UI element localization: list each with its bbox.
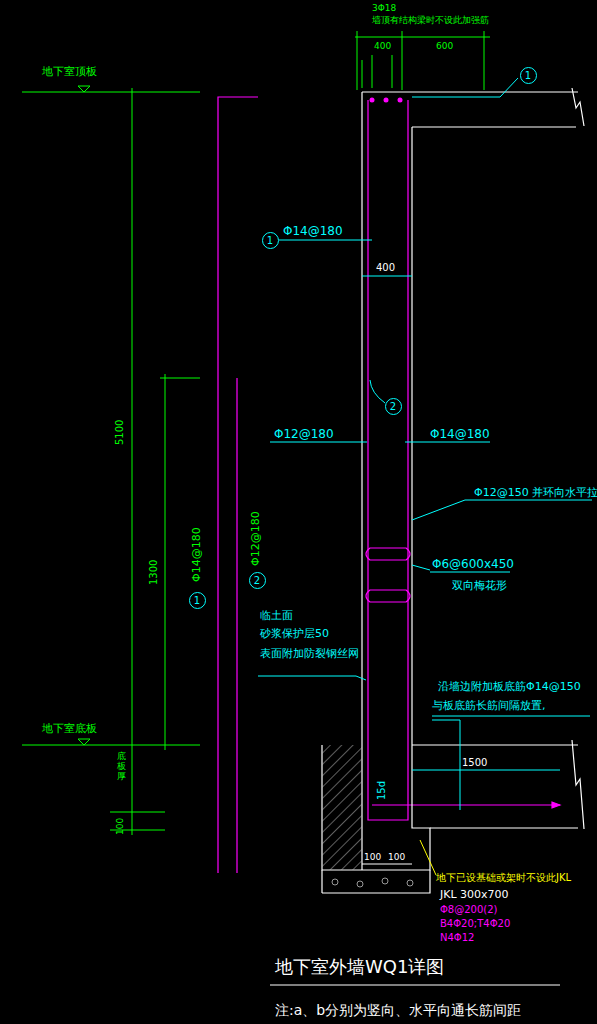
drawing-note: 注:a、b分别为竖向、水平向通长筋间距: [275, 1003, 521, 1018]
annotation-label: Φ14@180: [191, 527, 203, 582]
callout-number: 1: [267, 235, 273, 246]
callout-number: 1: [525, 70, 531, 81]
annotation-label: 15d: [376, 781, 387, 800]
annotation-label: Φ12@150 并环向水平拉通: [474, 487, 597, 499]
annotation-label: 地下室底板: [42, 723, 97, 735]
drawing-title: 地下室外墙WQ1详图: [275, 957, 444, 977]
annotation-label: Φ12@180: [250, 511, 262, 566]
annotation-label: 地下室顶板: [42, 66, 97, 78]
annotation-label: 与板底筋长筋间隔放置,: [432, 700, 546, 712]
annotation-label: Φ12@180: [274, 428, 334, 441]
annotation-label: 临土面: [260, 610, 293, 622]
annotation-label: 600: [436, 42, 453, 52]
annotation-label: 100: [388, 853, 405, 863]
annotation-label: 砂浆保护层50: [260, 628, 329, 640]
annotation-label: N4Φ12: [440, 932, 474, 943]
annotation-label: 400: [374, 42, 391, 52]
annotation-label: 1300: [148, 560, 159, 585]
annotation-label: 地下已设基础或架时不设此JKL: [436, 872, 571, 883]
annotation-label: Φ8@200(2): [440, 904, 498, 915]
annotation-label: 3Φ18: [372, 4, 396, 14]
annotation-label: 400: [376, 262, 395, 273]
callout-number: 2: [254, 575, 260, 586]
callout-number: 1: [194, 595, 200, 606]
callout-circle: 1: [189, 592, 206, 609]
annotation-label: Φ14@180: [283, 225, 343, 238]
annotation-label: 5100: [114, 420, 125, 445]
callout-circle: 1: [262, 232, 279, 249]
callout-circle: 2: [385, 398, 402, 415]
annotation-label: JKL 300x700: [440, 889, 509, 901]
annotation-label: 1500: [462, 757, 487, 768]
annotation-label: 底板厚: [117, 752, 126, 782]
annotation-label: Φ6@600x450: [432, 558, 514, 571]
annotation-label: B4Φ20;T4Φ20: [440, 918, 510, 929]
annotation-label: 双向梅花形: [452, 580, 507, 592]
callout-circle: 1: [520, 67, 537, 84]
annotation-label: 100: [116, 818, 126, 835]
callout-number: 2: [390, 401, 396, 412]
annotation-label: Φ14@180: [430, 428, 490, 441]
annotation-label: 表面附加防裂钢丝网: [260, 648, 359, 660]
annotation-label: 沿墙边附加板底筋Φ14@150: [438, 681, 581, 693]
callout-circle: 2: [249, 572, 266, 589]
annotation-label: 100: [364, 853, 381, 863]
annotation-label: 墙顶有结构梁时不设此加强筋: [372, 16, 489, 26]
